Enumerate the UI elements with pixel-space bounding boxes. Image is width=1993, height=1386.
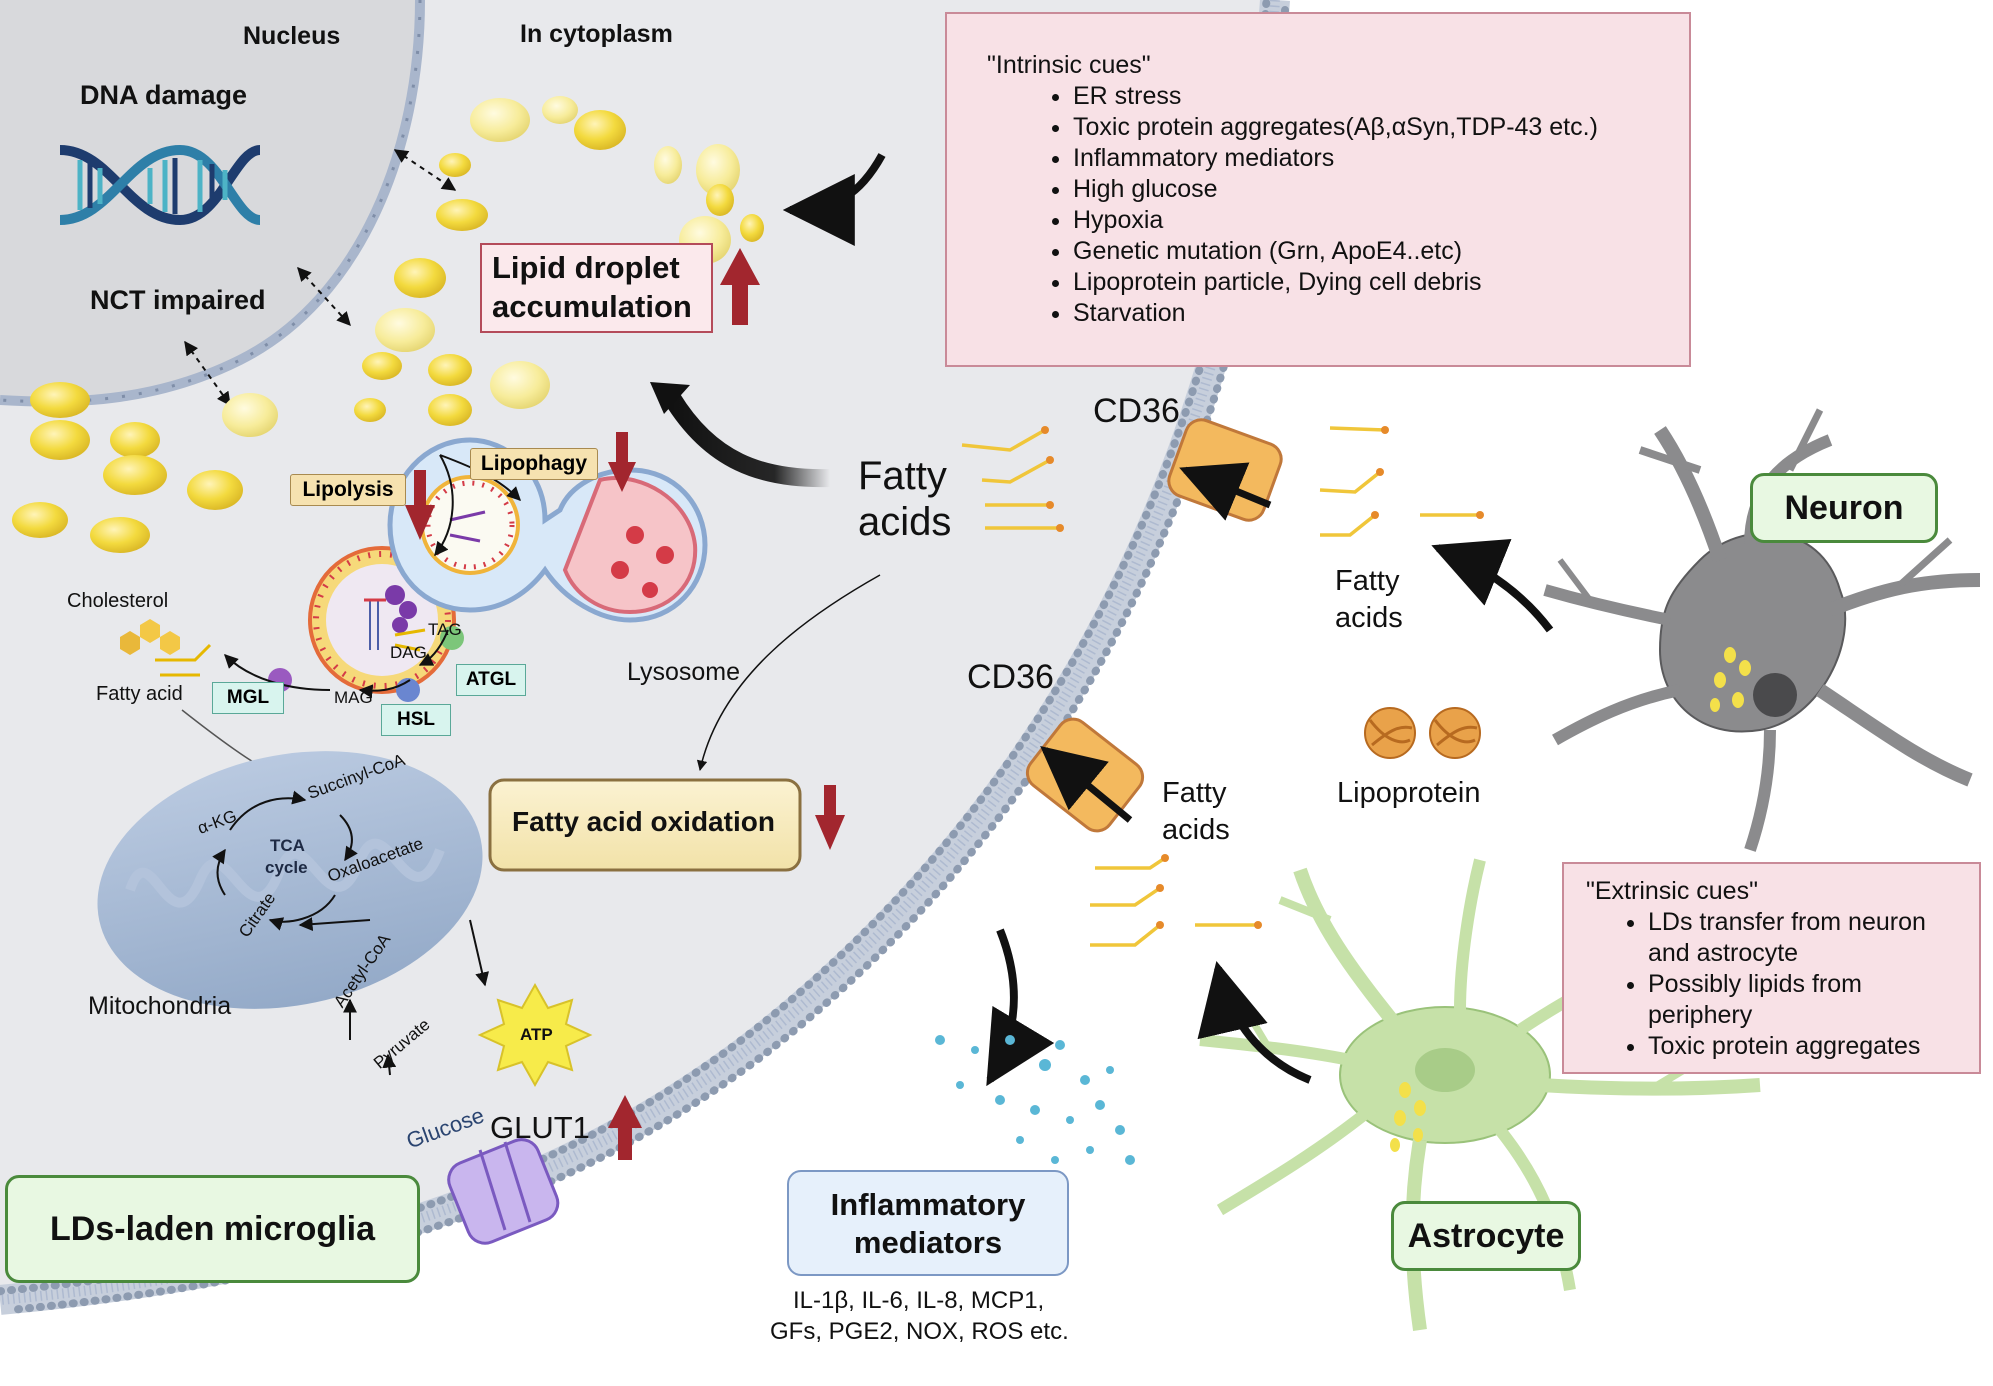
cd36-bottom-label: CD36 xyxy=(967,658,1054,696)
fatty-acid-tails-neuron xyxy=(1319,426,1484,537)
intrinsic-cue: Genetic mutation (Grn, ApoE4..etc) xyxy=(1073,236,1669,267)
dna-icon xyxy=(59,144,262,226)
neuron-arrow xyxy=(1431,538,1554,633)
fao-box-shape xyxy=(488,778,802,872)
tca-label-2: cycle xyxy=(265,858,308,877)
fatty-acids-main-line1: Fatty xyxy=(858,454,947,498)
fatty-acids-neuron-line1: Fatty xyxy=(1335,565,1400,597)
dna-damage-label: DNA damage xyxy=(80,80,248,110)
inflammatory-arrow xyxy=(986,928,1055,1087)
neuron-label: Neuron xyxy=(1750,473,1938,543)
extrinsic-cues-box: "Extrinsic cues" LDs transfer from neuro… xyxy=(1562,862,1981,1074)
inflammatory-box: Inflammatory mediators xyxy=(787,1170,1069,1276)
lipid-accumulation-line1: Lipid droplet xyxy=(492,250,680,285)
extrinsic-cues-title: "Extrinsic cues" xyxy=(1586,877,1758,905)
fao-label: Fatty acid oxidation xyxy=(512,806,775,837)
lipolysis-label: Lipolysis xyxy=(290,474,406,506)
extrinsic-cue: Possibly lipids from periphery xyxy=(1648,969,1928,1031)
lipoprotein-label: Lipoprotein xyxy=(1337,777,1481,809)
nucleus-title: Nucleus xyxy=(243,22,341,50)
fatty-acid-small-icon xyxy=(155,643,212,677)
fatty-acid-big-arrow xyxy=(664,393,831,488)
tag-label: TAG xyxy=(428,620,462,639)
atgl-label: ATGL xyxy=(456,664,526,696)
inflammatory-dots xyxy=(935,1035,1135,1165)
lipid-accumulation-box: Lipid droplet accumulation xyxy=(480,243,713,333)
extrinsic-cue: LDs transfer from neuron and astrocyte xyxy=(1648,907,1928,969)
tca-label-1: TCA xyxy=(270,836,305,855)
intrinsic-cue: Inflammatory mediators xyxy=(1073,143,1669,174)
intrinsic-cue: Starvation xyxy=(1073,298,1669,329)
mitochondria-label: Mitochondria xyxy=(88,992,232,1020)
cd36-bottom-transporter xyxy=(1025,717,1145,833)
atp-star xyxy=(477,982,593,1088)
intrinsic-cue: ER stress xyxy=(1073,81,1669,112)
nucleus-arrow-3 xyxy=(184,340,231,407)
cd36-top-label: CD36 xyxy=(1093,392,1180,430)
cytoplasm-title: In cytoplasm xyxy=(520,20,673,48)
fatty-acids-astro-label: Fatty acids xyxy=(1162,775,1230,849)
extrinsic-cue: Toxic protein aggregates xyxy=(1648,1031,1965,1062)
intrinsic-cue: Hypoxia xyxy=(1073,205,1669,236)
dag-label: DAG xyxy=(390,643,427,662)
fatty-acids-neuron-line2: acids xyxy=(1335,602,1403,634)
cd36-top-transporter xyxy=(1167,418,1283,522)
astrocyte-arrow xyxy=(1197,960,1312,1084)
nucleus-arrow-1 xyxy=(393,149,457,191)
cholesterol-icon xyxy=(120,619,180,655)
intrinsic-cue: Lipoprotein particle, Dying cell debris xyxy=(1073,267,1669,298)
nct-impaired-label: NCT impaired xyxy=(90,285,266,315)
mag-label: MAG xyxy=(334,688,373,707)
atp-label: ATP xyxy=(520,1025,553,1044)
glut1-transporter xyxy=(447,1138,560,1245)
glut1-label: GLUT1 xyxy=(490,1110,590,1145)
fatty-acid-tails xyxy=(961,426,1064,532)
fatty-acids-main-line2: acids xyxy=(858,500,952,544)
fatty-acids-main-label: Fatty acids xyxy=(858,453,951,545)
fatty-acids-neuron-label: Fatty acids xyxy=(1335,563,1403,637)
intrinsic-arrow xyxy=(782,153,886,246)
lipoprotein-icon xyxy=(1364,707,1481,759)
fatty-acids-astro-line1: Fatty xyxy=(1162,777,1227,809)
microglia-label: LDs-laden microglia xyxy=(5,1175,420,1283)
lipolysis-down-arrow xyxy=(405,470,435,540)
lysosome-label: Lysosome xyxy=(627,658,741,686)
intrinsic-cue: Toxic protein aggregates(Aβ,αSyn,TDP-43 … xyxy=(1073,112,1669,143)
hsl-label: HSL xyxy=(381,704,451,736)
inflammatory-list-2: GFs, PGE2, NOX, ROS etc. xyxy=(770,1318,1069,1345)
lipid-droplets xyxy=(12,96,764,553)
fatty-acid-tails-astro xyxy=(1090,854,1262,947)
intrinsic-cues-box: "Intrinsic cues" ER stress Toxic protein… xyxy=(945,12,1691,367)
inflammatory-line2: mediators xyxy=(853,1225,1003,1260)
inflammatory-line1: Inflammatory xyxy=(830,1187,1026,1222)
lipid-up-arrow xyxy=(720,248,760,325)
extrinsic-cues-list: LDs transfer from neuron and astrocyte P… xyxy=(1586,907,1965,1062)
lipid-accumulation-line2: accumulation xyxy=(492,288,692,324)
intrinsic-cues-list: ER stress Toxic protein aggregates(Aβ,αS… xyxy=(987,81,1669,329)
lipophagy-label: Lipophagy xyxy=(470,448,598,480)
cholesterol-label: Cholesterol xyxy=(67,590,169,612)
glut1-up-arrow xyxy=(608,1095,642,1160)
intrinsic-cue: High glucose xyxy=(1073,174,1669,205)
astrocyte-label: Astrocyte xyxy=(1391,1201,1581,1271)
fao-down-arrow xyxy=(815,785,845,850)
astrocyte-cell xyxy=(1199,858,1761,1331)
tca-arrows xyxy=(212,790,397,1076)
mgl-label: MGL xyxy=(212,682,284,714)
nucleus-arrow-2 xyxy=(297,266,351,327)
lipophagy-down-arrow xyxy=(608,432,636,492)
fatty-acid-label: Fatty acid xyxy=(96,683,183,705)
fatty-acids-astro-line2: acids xyxy=(1162,814,1230,846)
intrinsic-cues-title: "Intrinsic cues" xyxy=(987,51,1151,79)
autolysosome xyxy=(387,437,708,623)
mitochondria xyxy=(97,751,483,1009)
inflammatory-list-1: IL-1β, IL-6, IL-8, MCP1, xyxy=(793,1287,1045,1314)
